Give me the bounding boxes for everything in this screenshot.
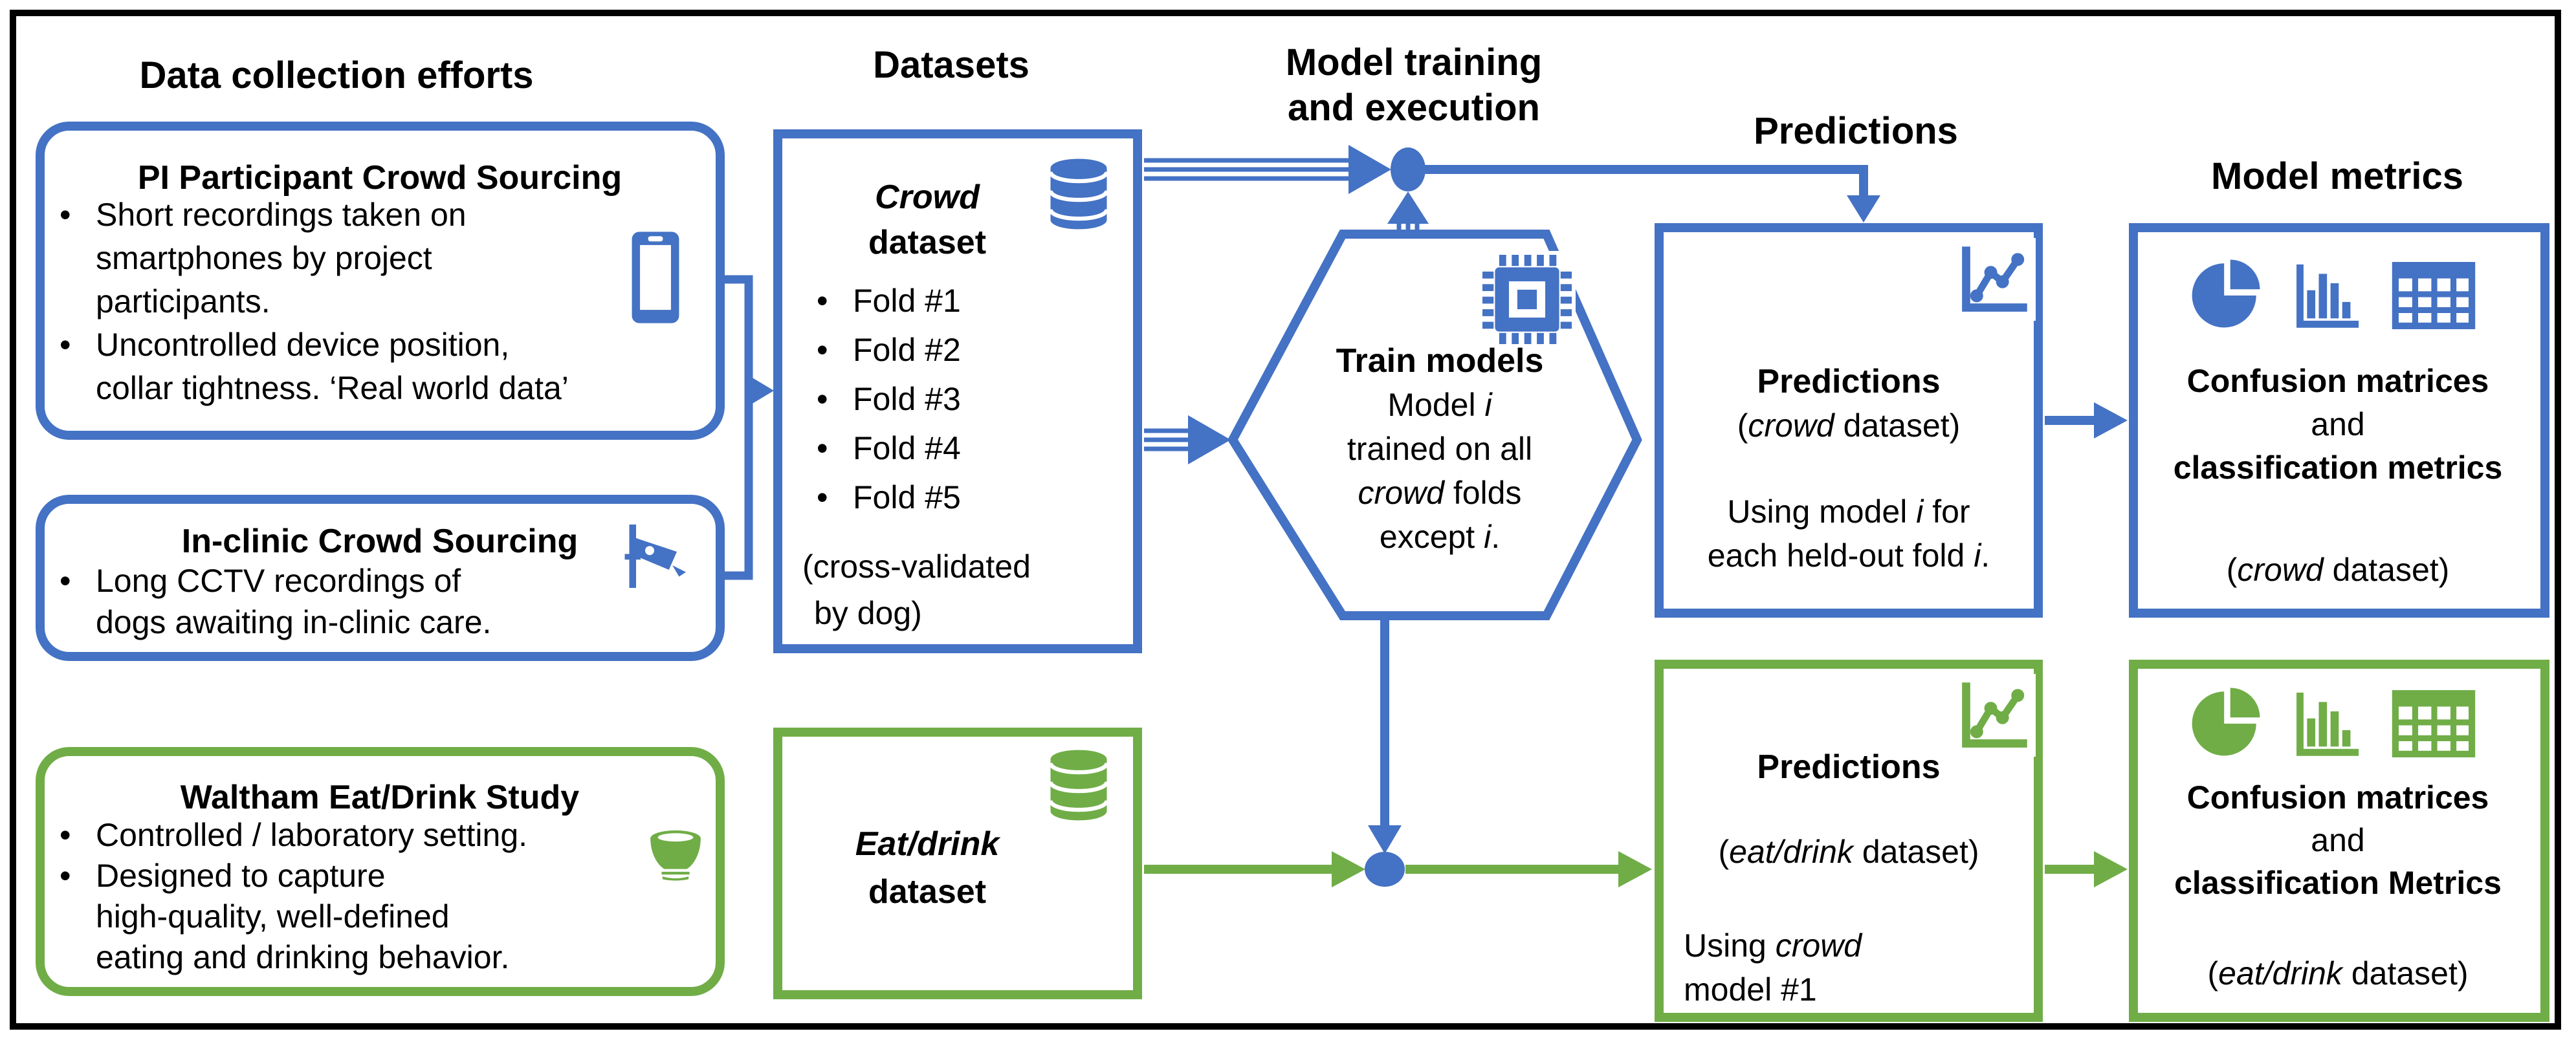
green-predictions-to-metrics-arrow (2045, 851, 2128, 887)
top-junction-dot (1391, 147, 1426, 191)
bullet-icon: • (60, 563, 71, 599)
predictions-crowd-text: Predictions (crowd dataset) (1737, 363, 1961, 444)
pie-chart-icon (2186, 682, 2267, 761)
collection-to-dataset-connector (723, 275, 774, 580)
junction-to-predictions-arrow (1424, 165, 1880, 222)
bottom-junction-dot (1365, 852, 1405, 887)
crowd-dataset-title: Crowd dataset (868, 179, 987, 261)
predictions-eatdrink-title: Predictions (1757, 748, 1941, 786)
header-model-metrics: Model metrics (2211, 155, 2463, 197)
clinic-box-title: In-clinic Crowd Sourcing (181, 523, 578, 560)
bullet-icon: • (60, 197, 71, 233)
bullet-icon: • (60, 817, 71, 853)
pi-participant-box (36, 122, 725, 440)
header-model-training: Model training and execution (1285, 41, 1543, 129)
cctv-camera-icon (622, 517, 695, 595)
hexagon-text: Train models Model i trained on all crow… (1336, 342, 1544, 555)
table-grid-icon (2390, 261, 2477, 330)
metrics-eatdrink-text: Confusion matrices and classification Me… (2174, 779, 2502, 901)
predictions-eatdrink-dataset-label: (eat/drink dataset) (1718, 834, 1979, 870)
in-clinic-box (36, 495, 725, 661)
crowd-dataset-folds: •Fold #1 •Fold #2 •Fold #3 •Fold #4 •Fol… (817, 276, 961, 522)
table-grid-icon (2390, 689, 2477, 758)
bullet-icon: • (817, 332, 828, 368)
crowd-dataset-note: (cross-validated by dog) (802, 548, 1031, 631)
bullet-icon: • (817, 479, 828, 515)
predictions-eatdrink-subtext: Using crowd model #1 (1684, 927, 1862, 1008)
bullet-icon: • (817, 381, 828, 417)
metrics-crowd-dataset-label: (crowd dataset) (2226, 552, 2450, 588)
bullet-icon: • (60, 327, 71, 363)
metrics-crowd-box (2129, 223, 2549, 618)
bullet-icon: • (817, 283, 828, 319)
database-icon (1042, 153, 1116, 235)
waltham-box-title: Waltham Eat/Drink Study (180, 779, 580, 816)
line-chart-icon (1953, 238, 2036, 321)
metrics-crowd-text: Confusion matrices and classification me… (2173, 363, 2503, 486)
blue-predictions-to-metrics-arrow (2045, 402, 2128, 439)
bullet-icon: • (817, 430, 828, 466)
header-datasets: Datasets (873, 44, 1029, 86)
smartphone-icon (629, 220, 682, 335)
waltham-box-bullets: •Controlled / laboratory setting. •Desig… (60, 815, 527, 978)
predictions-crowd-subtext: Using model i for each held-out fold i. (1707, 493, 1990, 574)
cpu-chip-icon (1479, 251, 1576, 348)
database-icon (1042, 744, 1116, 827)
pie-chart-icon (2186, 254, 2267, 332)
metrics-eatdrink-dataset-label: (eat/drink dataset) (2207, 955, 2469, 992)
eatdrink-dataset-title: Eat/drink dataset (855, 825, 1000, 911)
header-data-collection: Data collection efforts (139, 54, 534, 96)
dataset-to-junction-arrow (1144, 145, 1391, 194)
bullet-icon: • (60, 858, 71, 894)
hexagon-to-green-junction-arrow (1368, 616, 1402, 854)
pi-box-bullets: •Short recordings taken on smartphones b… (60, 193, 569, 410)
waltham-box (36, 747, 725, 996)
line-chart-icon (1953, 674, 2036, 757)
eatdrink-to-predictions-arrow (1144, 851, 1652, 887)
header-predictions: Predictions (1754, 110, 1958, 152)
figure-border (10, 10, 2561, 1030)
food-bowl-icon (646, 820, 705, 890)
bar-chart-icon (2291, 686, 2366, 761)
hexagon-to-junction-arrow (1387, 191, 1429, 232)
pi-box-title: PI Participant Crowd Sourcing (137, 159, 622, 197)
bar-chart-icon (2291, 257, 2366, 332)
clinic-box-bullets: •Long CCTV recordings of dogs awaiting i… (60, 560, 491, 643)
dataset-to-hexagon-arrow (1144, 415, 1231, 464)
